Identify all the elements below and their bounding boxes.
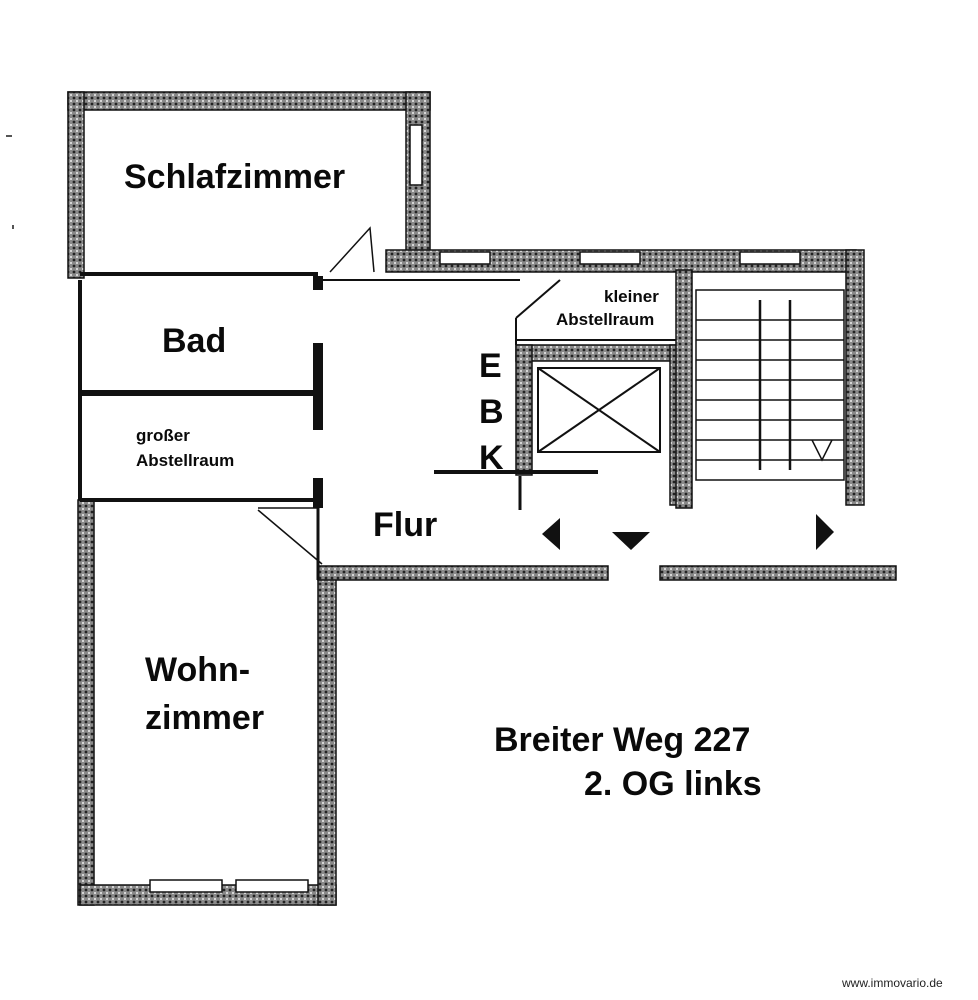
room-label-schlafzimmer: Schlafzimmer	[124, 158, 346, 196]
exterior-walls	[67, 91, 897, 906]
interior-walls	[78, 226, 676, 580]
room-label-wohnzimmer-line2: zimmer	[145, 699, 265, 737]
room-label-bad: Bad	[162, 322, 227, 360]
room-label-flur: Flur	[373, 506, 438, 544]
room-label-kleiner-abstellraum-line2: Abstellraum	[556, 310, 655, 329]
windows	[149, 124, 801, 893]
ebk-letter-b: B	[479, 393, 504, 431]
watermark: www.immovario.de	[842, 976, 943, 990]
room-label-grosser-abstellraum-line2: Abstellraum	[136, 451, 235, 470]
ebk-letter-e: E	[479, 347, 502, 385]
ebk-letter-k: K	[479, 439, 504, 477]
lift-shaft	[537, 367, 661, 453]
scan-marks	[6, 135, 14, 229]
staircase	[695, 289, 845, 481]
room-label-ebk: E B K	[479, 343, 504, 481]
room-label-kleiner-abstellraum-line1: kleiner	[604, 287, 659, 306]
address-line-2: 2. OG links	[584, 765, 762, 803]
address-line-1: Breiter Weg 227	[494, 721, 751, 759]
room-label-grosser-abstellraum-line1: großer	[136, 426, 190, 445]
direction-arrows	[542, 514, 834, 550]
room-label-wohnzimmer-line1: Wohn-	[145, 651, 251, 689]
